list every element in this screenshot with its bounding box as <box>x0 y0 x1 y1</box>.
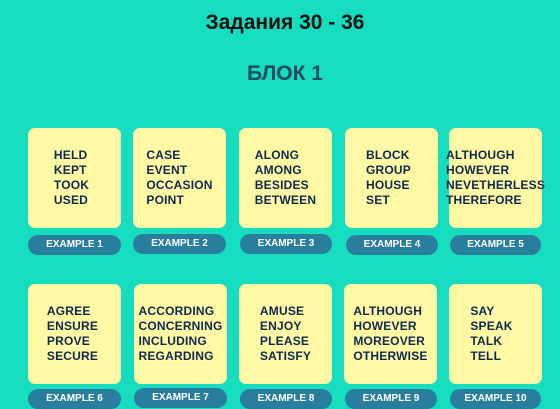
card-word: GROUP <box>365 163 411 177</box>
word-card-3[interactable]: ALONG AMONG BESIDES BETWEEN <box>239 128 332 228</box>
card-word: SET <box>365 193 390 207</box>
card-word: ACCORDING <box>138 304 215 318</box>
card-word: SAY <box>470 304 495 318</box>
card-word: ALONG <box>254 148 300 162</box>
card-word: OCCASION <box>146 178 213 192</box>
example-7-button[interactable]: EXAMPLE 7 <box>134 388 227 408</box>
example-5-button[interactable]: EXAMPLE 5 <box>450 235 541 255</box>
card-word: USED <box>53 193 89 207</box>
example-3-button[interactable]: EXAMPLE 3 <box>240 234 332 254</box>
card-word: CASE <box>146 148 181 162</box>
card-word: SATISFY <box>259 349 312 363</box>
card-word: BETWEEN <box>254 193 317 207</box>
block-title: БЛОК 1 <box>247 62 323 85</box>
example-9-button[interactable]: EXAMPLE 9 <box>345 389 437 409</box>
card-word: HELD <box>53 148 88 162</box>
card-word: MOREOVER <box>353 334 425 348</box>
example-4-button[interactable]: EXAMPLE 4 <box>346 235 438 255</box>
example-1-button[interactable]: EXAMPLE 1 <box>28 235 121 255</box>
card-word: BLOCK <box>365 148 410 162</box>
example-10-button[interactable]: EXAMPLE 10 <box>450 389 541 409</box>
card-word: AMUSE <box>259 304 305 318</box>
word-card-5[interactable]: ALTHOUGH HOWEVER NEVETHERLESS THEREFORE <box>445 128 546 228</box>
card-word: THEREFORE <box>445 193 522 207</box>
card-word: ENJOY <box>259 319 302 333</box>
card-word: REGARDING <box>138 349 214 363</box>
card-word: POINT <box>146 193 185 207</box>
card-word: INCLUDING <box>138 334 207 348</box>
word-card-9[interactable]: ALTHOUGH HOWEVER MOREOVER OTHERWISE <box>344 284 437 384</box>
card-word: SECURE <box>46 349 99 363</box>
word-card-8[interactable]: AMUSE ENJOY PLEASE SATISFY <box>239 284 332 384</box>
card-word: TOOK <box>53 178 90 192</box>
card-word: TALK <box>470 334 503 348</box>
card-word: NEVETHERLESS <box>445 178 546 192</box>
word-card-6[interactable]: AGREE ENSURE PROVE SECURE <box>28 284 121 384</box>
card-word: BESIDES <box>254 178 309 192</box>
card-word: HOWEVER <box>445 163 510 177</box>
card-word: HOWEVER <box>353 319 417 333</box>
page-title: Задания 30 - 36 <box>205 11 365 34</box>
word-card-7[interactable]: ACCORDING CONCERNING INCLUDING REGARDING <box>134 284 227 384</box>
word-card-10[interactable]: SAY SPEAK TALK TELL <box>449 284 542 384</box>
card-word: ALTHOUGH <box>353 304 423 318</box>
card-word: EVENT <box>146 163 188 177</box>
card-word: ENSURE <box>46 319 99 333</box>
example-6-button[interactable]: EXAMPLE 6 <box>28 389 121 409</box>
card-word: AGREE <box>46 304 91 318</box>
card-word: PLEASE <box>259 334 310 348</box>
example-8-button[interactable]: EXAMPLE 8 <box>240 389 332 409</box>
card-word: PROVE <box>46 334 90 348</box>
card-word: AMONG <box>254 163 302 177</box>
card-word: KEPT <box>53 163 87 177</box>
word-card-2[interactable]: CASE EVENT OCCASION POINT <box>133 128 226 228</box>
card-word: SPEAK <box>470 319 513 333</box>
card-word: HOUSE <box>365 178 410 192</box>
card-word: ALTHOUGH <box>445 148 515 162</box>
card-word: CONCERNING <box>138 319 223 333</box>
card-word: OTHERWISE <box>353 349 428 363</box>
example-2-button[interactable]: EXAMPLE 2 <box>133 234 226 254</box>
card-word: TELL <box>470 349 502 363</box>
word-card-1[interactable]: HELD KEPT TOOK USED <box>28 128 121 228</box>
word-card-4[interactable]: BLOCK GROUP HOUSE SET <box>345 128 438 228</box>
